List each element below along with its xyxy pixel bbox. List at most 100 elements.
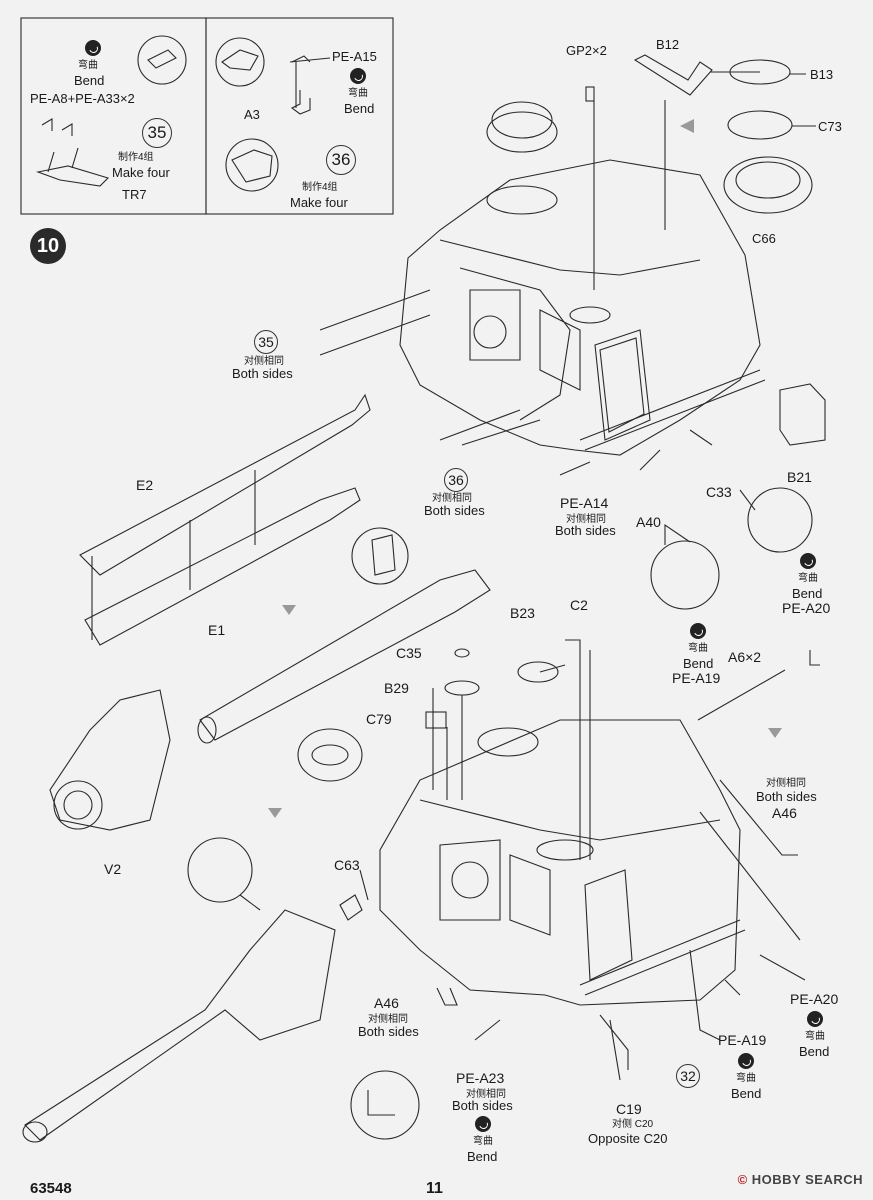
watermark: © HOBBY SEARCH (738, 1172, 863, 1187)
both-cn: 对侧相同 (368, 1014, 408, 1025)
b23-part (517, 661, 559, 683)
bend-icon (85, 40, 101, 56)
bend-cn: 弯曲 (473, 1136, 493, 1147)
detail-bubble-a40 (650, 540, 720, 610)
page-number: 11 (426, 1180, 443, 1197)
bend-cn: 弯曲 (78, 60, 98, 71)
turret-lower-door (584, 869, 633, 981)
turret-upper-door (594, 329, 651, 441)
tr7-part (35, 165, 110, 187)
barrel-final (24, 909, 336, 1141)
c73-label: C73 (818, 119, 842, 134)
a6-label: A6×2 (728, 649, 762, 665)
v2-label: V2 (104, 861, 122, 877)
bend-en: Bend (683, 656, 714, 671)
both-cn: 对侧相同 (766, 778, 806, 789)
inset-box-a (20, 17, 207, 215)
watermark-copyright: © (737, 1172, 748, 1187)
detail-bubble-lower-left (297, 728, 363, 782)
e2-e1-barrel-upper (79, 393, 371, 576)
bend-en: Bend (792, 586, 823, 601)
pe-a23-label: PE-A23 (456, 1070, 505, 1086)
c79-label: C79 (366, 711, 392, 727)
a46-label-right: A46 (772, 805, 797, 821)
a46-label-left: A46 (374, 995, 399, 1011)
make-cn: 制作4组 (302, 182, 338, 193)
c33-label: C33 (706, 484, 732, 500)
c19-part (599, 1014, 629, 1070)
bend-icon (350, 68, 366, 84)
c66-label: C66 (752, 231, 776, 246)
turret-upper-hull (399, 159, 761, 456)
bend-en: Bend (731, 1086, 762, 1101)
pe-a15-label: PE-A15 (332, 49, 377, 64)
pe-a20-label-upper: PE-A20 (782, 600, 831, 616)
b12-label: B12 (656, 37, 680, 52)
both-en: Both sides (424, 503, 485, 518)
both-cn: 对侧相同 (432, 493, 472, 504)
make-en: Make four (290, 195, 348, 210)
c19-label: C19 (616, 1101, 642, 1117)
both-cn: 对侧相同 (466, 1089, 506, 1100)
gp2-label: GP2×2 (566, 43, 607, 58)
inset-a-parts: PE-A8+PE-A33×2 (30, 91, 135, 106)
c35-part (454, 648, 470, 658)
bend-cn: 弯曲 (348, 88, 368, 99)
b12-part (633, 54, 713, 96)
pe-a19-label-lower: PE-A19 (718, 1032, 767, 1048)
bend-icon (690, 623, 706, 639)
pe-a14-label: PE-A14 (560, 495, 609, 511)
c79-part (425, 711, 447, 729)
bend-en: Bend (467, 1149, 498, 1164)
step-arrows (268, 119, 782, 818)
sub-assembly-36: 36 (326, 145, 356, 175)
sub-assembly-35: 35 (142, 118, 172, 148)
bend-en: Bend (799, 1044, 830, 1059)
c2-label: C2 (570, 597, 588, 613)
detail-bubble-upper (351, 527, 409, 585)
bend-icon (800, 553, 816, 569)
c63-label: C63 (334, 857, 360, 873)
c63-part (339, 894, 363, 921)
sub-36-ref: 36 (444, 468, 468, 492)
bend-cn: 弯曲 (805, 1031, 825, 1042)
opposite-en: Opposite C20 (588, 1131, 668, 1146)
both-en: Both sides (452, 1098, 513, 1113)
b29-label: B29 (384, 680, 409, 696)
bend-cn: 弯曲 (798, 573, 818, 584)
pe-a19-label-upper: PE-A19 (672, 670, 721, 686)
opposite-cn: 对侧 C20 (612, 1119, 654, 1130)
both-cn: 对侧相同 (566, 514, 606, 525)
c2-part (565, 639, 591, 860)
both-en: Both sides (358, 1024, 419, 1039)
a40-label: A40 (636, 514, 661, 530)
make-en: Make four (112, 165, 170, 180)
both-en: Both sides (232, 366, 293, 381)
a3-label: A3 (244, 107, 260, 122)
step-number: 10 (30, 228, 66, 264)
both-en: Both sides (756, 789, 817, 804)
bend-en: Bend (74, 73, 105, 88)
bend-cn: 弯曲 (736, 1073, 756, 1084)
detail-bubble-pe-a23 (350, 1070, 420, 1140)
e1-label: E1 (208, 622, 226, 638)
c35-label: C35 (396, 645, 422, 661)
inset-box-b (205, 17, 394, 215)
kit-code: 63548 (30, 1180, 72, 1197)
bend-icon (738, 1053, 754, 1069)
make-cn: 制作4组 (118, 152, 154, 163)
b13-label: B13 (810, 67, 834, 82)
sub-35-ref: 35 (254, 330, 278, 354)
sub-32-ref: 32 (676, 1064, 700, 1088)
watermark-text: HOBBY SEARCH (751, 1172, 863, 1187)
tr7-label: TR7 (122, 187, 147, 202)
b23-label: B23 (510, 605, 535, 621)
detail-bubble-c33 (747, 487, 813, 553)
both-cn: 对侧相同 (244, 356, 284, 367)
b29-part (444, 680, 480, 696)
b21-part (779, 383, 826, 446)
turret-lower-hull (379, 719, 741, 1006)
detail-bubble-c63 (187, 837, 253, 903)
v2-mantlet (49, 689, 171, 831)
